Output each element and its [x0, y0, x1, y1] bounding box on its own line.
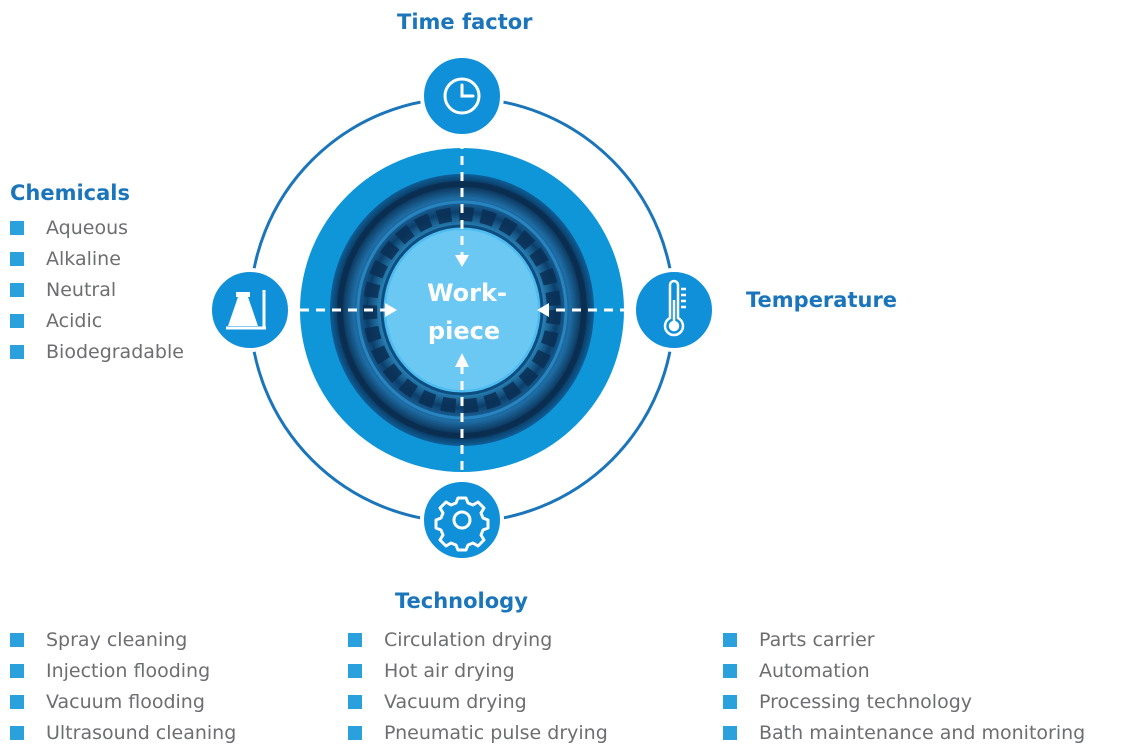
center-label-line1: Work-	[427, 279, 507, 307]
bullet-square	[10, 695, 24, 709]
list-item: Automation	[723, 658, 1085, 689]
heading-chemicals: Chemicals	[10, 181, 131, 205]
list-item: Aqueous	[10, 215, 184, 246]
list-item: Parts carrier	[723, 627, 1085, 658]
heading-technology: Technology	[395, 589, 528, 613]
heading-temperature: Temperature	[746, 288, 898, 312]
technology-list-drying: Circulation drying Hot air drying Vacuum…	[348, 627, 608, 751]
list-item: Acidic	[10, 308, 184, 339]
list-item-label: Parts carrier	[759, 629, 875, 651]
heading-time-factor: Time factor	[397, 10, 533, 34]
bearing-illustration	[330, 174, 594, 446]
list-item: Spray cleaning	[10, 627, 236, 658]
list-item: Neutral	[10, 277, 184, 308]
bullet-square	[723, 726, 737, 740]
list-item: Processing technology	[723, 689, 1085, 720]
bullet-square	[348, 726, 362, 740]
technology-node[interactable]	[420, 478, 504, 562]
list-item-label: Bath maintenance and monitoring	[759, 722, 1086, 744]
list-item-label: Biodegradable	[46, 341, 184, 363]
list-item-label: Hot air drying	[384, 660, 515, 682]
list-item: Hot air drying	[348, 658, 608, 689]
bullet-square	[10, 252, 24, 266]
bullet-square	[723, 695, 737, 709]
bullet-square	[348, 664, 362, 678]
list-item: Circulation drying	[348, 627, 608, 658]
list-item: Injection flooding	[10, 658, 236, 689]
technology-list-systems: Parts carrier Automation Processing tech…	[723, 627, 1085, 751]
bullet-square	[10, 726, 24, 740]
bullet-square	[10, 345, 24, 359]
bullet-square	[10, 314, 24, 328]
list-item-label: Alkaline	[46, 248, 121, 270]
list-item: Ultrasound cleaning	[10, 720, 236, 751]
list-item: Bath maintenance and monitoring	[723, 720, 1085, 751]
time-node[interactable]	[420, 54, 504, 138]
chemicals-node[interactable]	[208, 268, 292, 352]
list-item-label: Neutral	[46, 279, 117, 301]
list-item: Pneumatic pulse drying	[348, 720, 608, 751]
list-item-label: Pneumatic pulse drying	[384, 722, 608, 744]
bullet-square	[723, 664, 737, 678]
technology-list-cleaning: Spray cleaning Injection flooding Vacuum…	[10, 627, 236, 751]
bullet-square	[10, 283, 24, 297]
thermometer-icon	[663, 279, 686, 337]
list-item-label: Automation	[759, 660, 870, 682]
bullet-square	[10, 221, 24, 235]
bullet-square	[10, 633, 24, 647]
list-item-label: Spray cleaning	[46, 629, 188, 651]
flow-arrows	[300, 140, 632, 490]
bullet-square	[723, 633, 737, 647]
bullet-square	[348, 633, 362, 647]
flask-icon	[226, 290, 266, 330]
list-item-label: Vacuum flooding	[46, 691, 205, 713]
list-item: Biodegradable	[10, 339, 184, 370]
bullet-square	[10, 664, 24, 678]
list-item-label: Aqueous	[46, 217, 129, 239]
list-item-label: Processing technology	[759, 691, 972, 713]
gear-icon	[434, 496, 490, 552]
clock-icon	[443, 77, 481, 115]
chemicals-list: Aqueous Alkaline Neutral Acidic Biodegra…	[10, 215, 184, 370]
temperature-node[interactable]	[632, 268, 716, 352]
bullet-square	[348, 695, 362, 709]
list-item: Vacuum drying	[348, 689, 608, 720]
center-label-line2: piece	[428, 317, 500, 345]
list-item: Alkaline	[10, 246, 184, 277]
list-item-label: Ultrasound cleaning	[46, 722, 237, 744]
list-item-label: Circulation drying	[384, 629, 553, 651]
list-item-label: Acidic	[46, 310, 103, 332]
list-item-label: Injection flooding	[46, 660, 211, 682]
arrow-heads	[385, 255, 549, 367]
list-item-label: Vacuum drying	[384, 691, 527, 713]
list-item: Vacuum flooding	[10, 689, 236, 720]
